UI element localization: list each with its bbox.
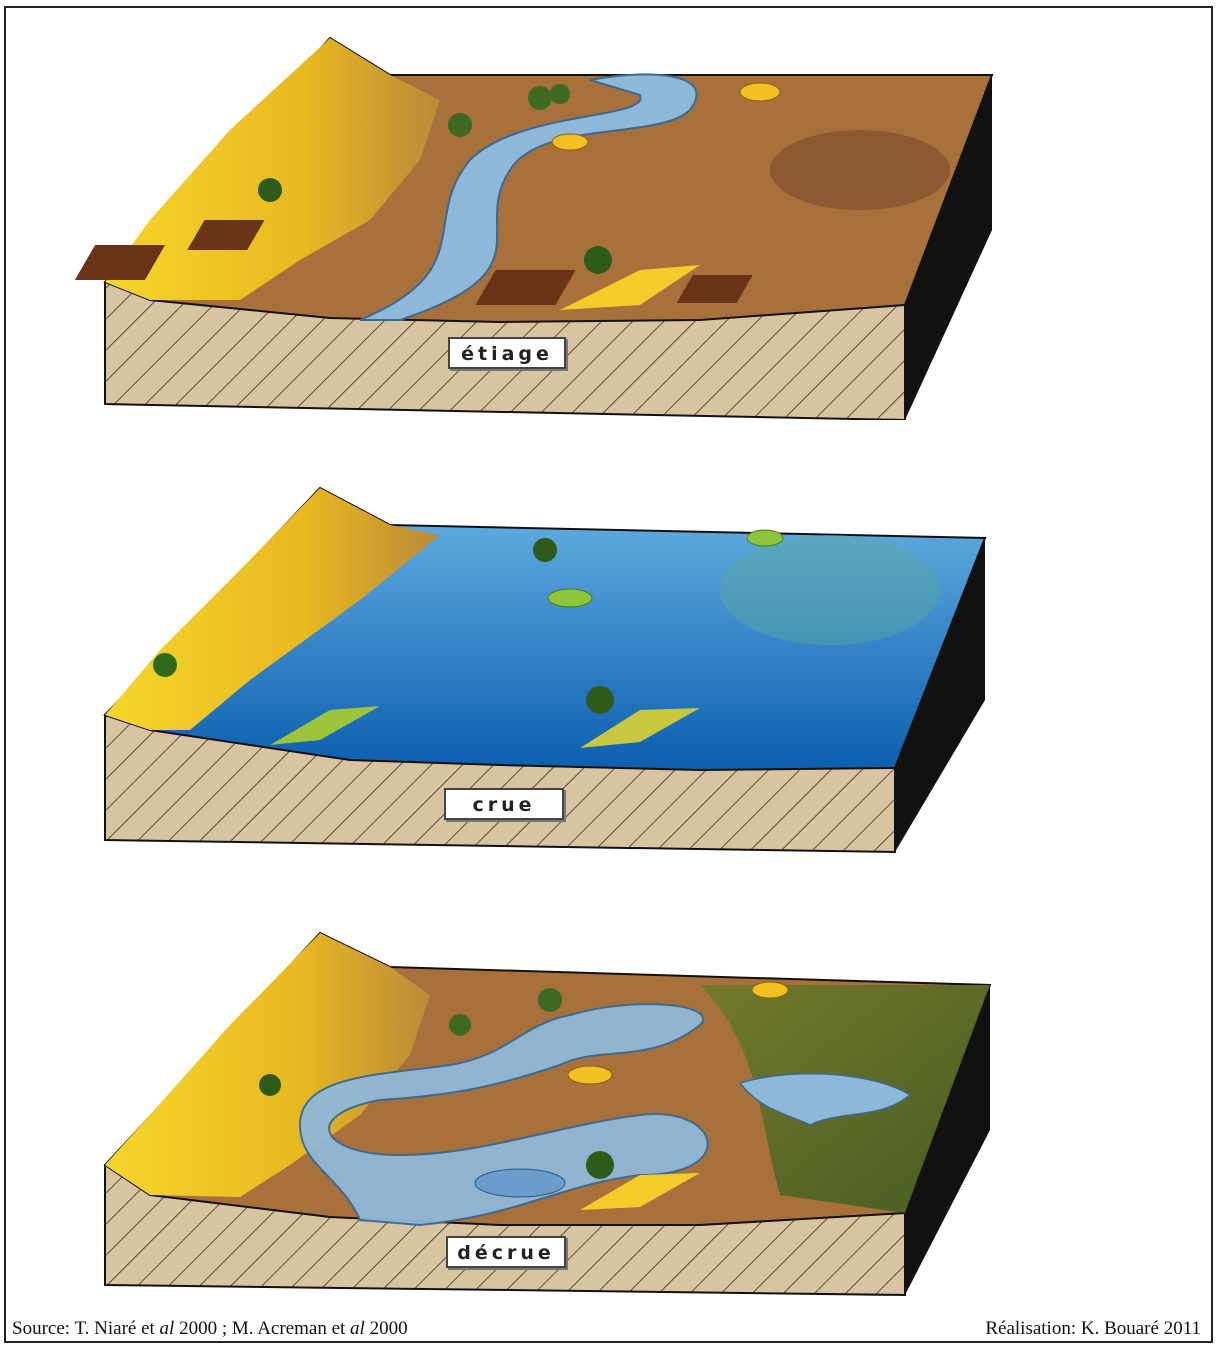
etiage-sand-slope (105, 38, 440, 300)
etiage-tree-icon (448, 113, 472, 137)
etiage-dark-patch (770, 130, 950, 210)
decrue-sandbar (751, 981, 789, 999)
decrue-pond (474, 1168, 566, 1198)
decrue-sand-slope (105, 933, 430, 1197)
crue-tree-icon (153, 653, 177, 677)
etiage-tree-icon (528, 86, 552, 110)
decrue-tree-icon (449, 1014, 471, 1036)
etiage-sandbar (551, 133, 589, 151)
crue-island (580, 708, 700, 748)
etiage-field (74, 245, 166, 280)
etiage-river (359, 73, 698, 321)
crue-island (270, 706, 380, 745)
decrue-sandbar (567, 1065, 613, 1085)
etiage-tree-icon (550, 84, 570, 104)
crue-island (547, 588, 593, 608)
etiage-palm-icon (258, 178, 282, 202)
crue-label: crue (444, 788, 564, 820)
etiage-field (187, 220, 265, 250)
decrue-tree-icon (538, 988, 562, 1012)
etiage-side-face (905, 75, 992, 420)
crue-tree-icon (533, 538, 557, 562)
decrue-side-face (905, 985, 990, 1295)
crue-palm-icon (586, 686, 614, 714)
etiage-sandbar (739, 82, 781, 102)
etiage-palm-icon (584, 246, 612, 274)
crue-sand-slope (105, 488, 440, 730)
decrue-palm-icon (259, 1074, 281, 1096)
etiage-label: étiage (448, 337, 566, 369)
figure-frame (4, 6, 1213, 1343)
decrue-palm-icon (586, 1151, 614, 1179)
etiage-field (475, 270, 576, 305)
etiage-bank (560, 265, 700, 310)
decrue-label: décrue (446, 1236, 566, 1268)
crue-flooded-area (720, 535, 940, 645)
crue-island (746, 529, 784, 547)
decrue-bank (580, 1173, 700, 1210)
decrue-block-diagram (103, 931, 992, 1297)
crue-side-face (895, 538, 985, 852)
decrue-pond (738, 1072, 912, 1126)
source-citation: Source: T. Niaré et al 2000 ; M. Acreman… (12, 1318, 408, 1339)
crue-block-diagram (103, 486, 987, 854)
etiage-block-diagram (74, 36, 994, 420)
credit-line: Réalisation: K. Bouaré 2011 (985, 1318, 1201, 1339)
etiage-field (676, 275, 753, 303)
